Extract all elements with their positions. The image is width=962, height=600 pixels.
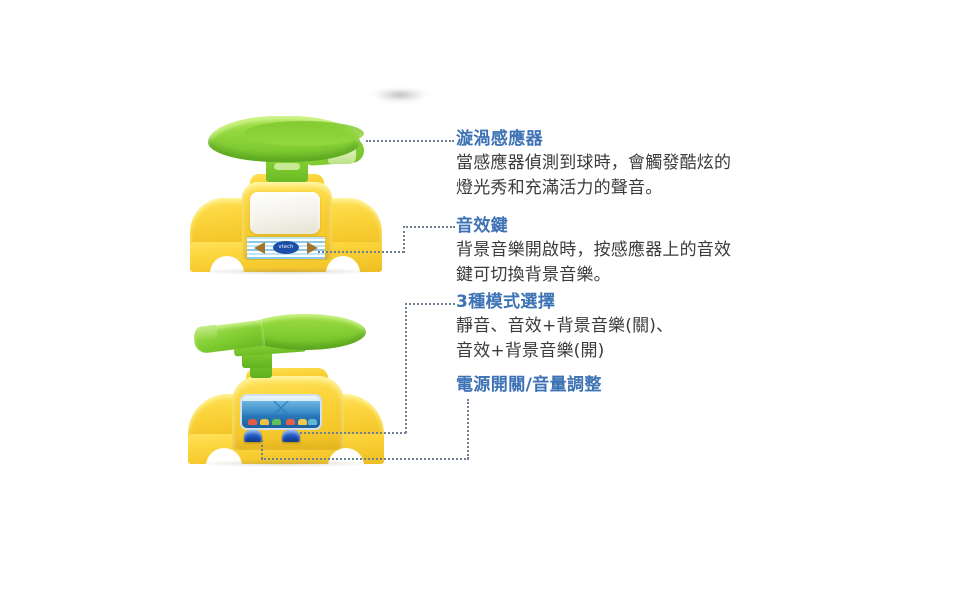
power-volume-switch[interactable] [244, 430, 262, 442]
toy2-right-wheel-cutout [328, 448, 364, 466]
toy2-decal-car [272, 419, 281, 425]
callout-body-line: 背景音樂開啟時，按感應器上的音效 [456, 240, 732, 260]
toy2-scenery-decal [240, 394, 322, 430]
callout-heading: 電源開關/音量調整 [456, 375, 602, 395]
toy2-decal-car [286, 419, 295, 425]
leader-line-mode-riser [405, 303, 407, 433]
toy1-right-wheel-cutout [326, 256, 360, 276]
leader-line-vortex-sensor [366, 140, 454, 142]
callout-body-line: 當感應器偵測到球時，會觸發酷炫的 [456, 153, 732, 173]
leader-line-power-riser [467, 399, 469, 459]
mode-select-switch[interactable] [282, 430, 300, 442]
toy2-ramp-mouth [194, 324, 218, 342]
background-smudge [372, 90, 428, 102]
callout-heading: 3種模式選擇 [456, 292, 556, 312]
leader-line-mode-upper [405, 303, 455, 305]
callout-body-line: 音效+背景音樂(開) [456, 341, 605, 361]
callout-body-line: 燈光秀和充滿活力的聲音。 [456, 178, 663, 198]
toy2-decal-car [248, 419, 257, 425]
toy2-decal-peaks [242, 401, 320, 415]
leader-line-sound-key-riser [403, 226, 405, 253]
toy1-ramp-slot [274, 163, 300, 170]
callout-power-volume: 電源開關/音量調整 [456, 374, 602, 397]
toy1-vortex-dish [208, 116, 364, 162]
callout-heading: 音效鍵 [456, 216, 509, 236]
callout-sound-effect-key: 音效鍵 背景音樂開啟時，按感應器上的音效 鍵可切換背景音樂。 [456, 215, 731, 288]
toy1-vortex-dish-inner [244, 121, 364, 146]
callout-heading: 漩渦感應器 [456, 129, 543, 149]
toy1-decal-band: vtech [247, 236, 325, 260]
toy2-decal-car [298, 419, 307, 425]
toy1-ground-shadow [196, 268, 376, 275]
toy1-light-screen [250, 192, 320, 234]
leader-line-sound-key-upper [403, 226, 455, 228]
product-image-top: vtech [186, 116, 386, 276]
leader-line-power-drop [261, 440, 263, 459]
callout-body-line: 鍵可切換背景音樂。 [456, 265, 611, 285]
toy2-decal-car [308, 419, 317, 425]
right-arrow-icon [307, 242, 318, 254]
callout-vortex-sensor: 漩渦感應器 當感應器偵測到球時，會觸發酷炫的 燈光秀和充滿活力的聲音。 [456, 128, 731, 201]
callout-three-mode-select: 3種模式選擇 靜音、音效+背景音樂(關)、 音效+背景音樂(開) [456, 291, 673, 364]
vtech-logo: vtech [273, 241, 299, 254]
toy2-ground-shadow [194, 460, 378, 467]
toy2-left-wheel-cutout [206, 448, 242, 466]
leader-line-mode-lower [300, 432, 406, 434]
leader-line-sound-key-lower [318, 251, 404, 253]
product-image-bottom [186, 306, 386, 467]
toy2-decal-car [260, 419, 269, 425]
callout-body-line: 靜音、音效+背景音樂(關)、 [456, 316, 674, 336]
leader-line-power-run [261, 458, 469, 460]
left-arrow-icon [254, 242, 265, 254]
toy1-left-wheel-cutout [210, 256, 244, 276]
